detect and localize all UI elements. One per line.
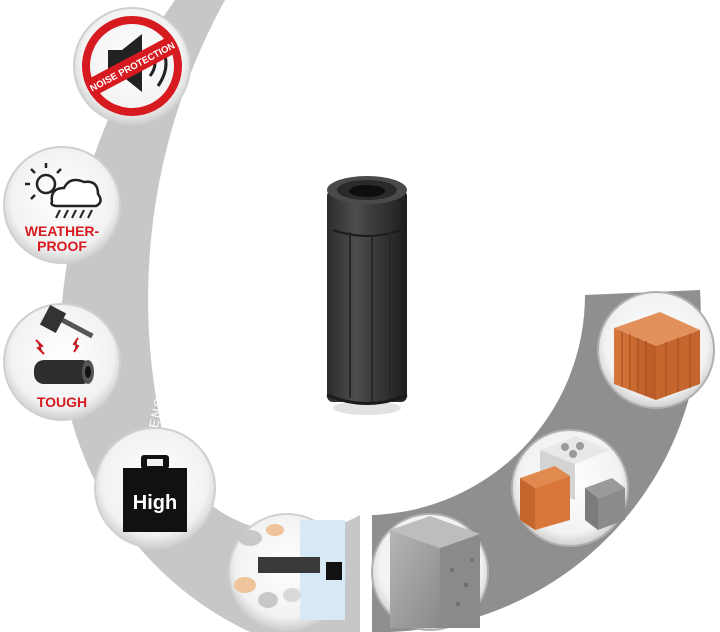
weather-label-2: PROOF xyxy=(37,238,87,254)
concrete-badge xyxy=(371,513,489,631)
weatherproof-badge: WEATHER- PROOF xyxy=(3,146,121,264)
concrete-block-icon xyxy=(390,516,480,628)
blocks-icon xyxy=(520,436,625,530)
brick-block-icon xyxy=(614,312,700,400)
tough-badge: TOUGH xyxy=(3,303,121,421)
weight-icon xyxy=(123,455,187,532)
weather-label-1: WEATHER- xyxy=(25,223,100,239)
weight-label: High xyxy=(133,492,177,514)
hammer-plug-icon xyxy=(34,305,94,384)
properties-label: EIGENSCHAFTEN / PROPERTIES xyxy=(140,214,205,456)
noise-protection-badge: NOISE PROTECTION xyxy=(73,7,191,125)
perforated-brick-badge xyxy=(597,291,715,409)
sun-cloud-rain-icon xyxy=(25,163,102,219)
tough-label: TOUGH xyxy=(37,394,87,410)
weight-badge: High xyxy=(94,427,216,549)
masonry-blocks-badge xyxy=(511,429,629,547)
wall-section-icon xyxy=(234,520,345,620)
wall-section-badge xyxy=(228,513,346,631)
plug-anchor-product xyxy=(326,176,408,415)
